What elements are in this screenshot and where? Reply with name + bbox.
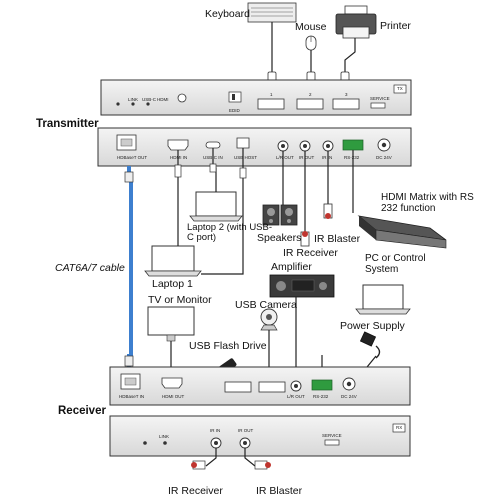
usb-camera-icon — [260, 308, 278, 331]
rx-bottom-ir-in-text: IR IN — [210, 428, 221, 433]
tx-top-link-text: LINK — [128, 97, 139, 102]
mouse-icon — [305, 35, 317, 51]
amplifier-label: Amplifier — [271, 261, 312, 273]
bottom-ir-receiver-icon — [191, 460, 206, 470]
pc-control-system-icon — [355, 284, 411, 315]
rx-lr-out-text: L/R OUT — [287, 394, 305, 399]
amplifier-icon — [269, 274, 335, 298]
receiver-front-panel — [109, 415, 411, 457]
usb-flash-label: USB Flash Drive — [189, 340, 267, 352]
tv-label: TV or Monitor — [148, 294, 212, 306]
transmitter-rear-panel — [97, 127, 412, 167]
receiver-label: Receiver — [58, 405, 106, 417]
tx-top-badge-text: TX — [397, 86, 403, 91]
tx-usb-host-text: USB HOST — [234, 155, 258, 160]
power-supply-label: Power Supply — [340, 320, 405, 332]
usb-camera-label: USB Camera — [235, 299, 297, 311]
tx-rs232-text: RS-232 — [344, 155, 360, 160]
ir-blaster-icon — [323, 203, 333, 219]
rx-bottom-badge-text: RX — [396, 425, 403, 430]
tx-top-hdmi-text: HDMI — [157, 97, 169, 102]
laptop-1-icon — [144, 245, 202, 277]
cat6-cable — [127, 166, 133, 372]
rx-hdmi-out-text: HDMI OUT — [162, 394, 185, 399]
speakers-label: Speakers — [257, 232, 302, 244]
transmitter-label: Transmitter — [36, 118, 99, 130]
printer-icon — [335, 5, 377, 39]
tx-top-port3-text: 3 — [345, 92, 348, 97]
laptop-2-label: Laptop 2 (with USB-C port) — [187, 222, 273, 243]
receiver-rear-panel — [109, 366, 411, 406]
laptop-1-label: Laptop 1 — [152, 278, 193, 290]
speakers-icon — [262, 204, 298, 226]
tx-ir-out-text: IR OUT — [299, 155, 315, 160]
power-supply-icon — [359, 331, 381, 359]
hdmi-matrix-label: HDMI Matrix with RS 232 function — [381, 192, 474, 214]
tx-top-edid-text: EDID — [229, 108, 240, 113]
bottom-ir-receiver-label: IR Receiver — [168, 485, 223, 497]
ir-blaster-label: IR Blaster — [314, 233, 361, 245]
hdmi-matrix-icon — [357, 215, 447, 249]
transmitter-top-panel — [100, 79, 412, 116]
tx-top-service-text: SERVICE — [370, 96, 390, 101]
keyboard-icon — [247, 2, 297, 23]
tx-top-port1-text: 1 — [270, 92, 273, 97]
rx-rs232-text: RS-232 — [313, 394, 329, 399]
tx-dc-text: DC 24V — [376, 155, 392, 160]
tx-ir-in-text: IR IN — [322, 155, 333, 160]
mouse-label: Mouse — [295, 21, 327, 33]
ir-receiver-label: IR Receiver — [283, 247, 338, 259]
ir-receiver-icon — [300, 231, 310, 247]
bottom-ir-blaster-icon — [254, 460, 271, 470]
tx-lr-out-text: L/R OUT — [276, 155, 294, 160]
cable-label: CAT6A/7 cable — [55, 262, 125, 274]
rx-bottom-ir-out-text: IR OUT — [238, 428, 254, 433]
tx-hdbaset-text: HDBaseT OUT — [117, 155, 148, 160]
rx-hdbaset-text: HDBaseT IN — [119, 394, 145, 399]
rx-bottom-service-text: SERVICE — [322, 433, 342, 438]
pc-label: PC or Control System — [365, 253, 426, 275]
rx-dc-text: DC 24V — [341, 394, 357, 399]
tx-top-usbc-text: USB-C — [142, 97, 157, 102]
bottom-ir-blaster-label: IR Blaster — [256, 485, 303, 497]
tx-top-port2-text: 2 — [309, 92, 312, 97]
peripheral-cables — [271, 22, 356, 72]
laptop-2-icon — [189, 191, 243, 222]
tv-monitor-icon — [147, 306, 195, 342]
tx-hdmi-in-text: HDMI IN — [170, 155, 188, 160]
tx-usbc-in-text: USB-C IN — [203, 155, 223, 160]
rx-bottom-link-text: LINK — [159, 434, 170, 439]
keyboard-label: Keyboard — [205, 8, 250, 20]
printer-label: Printer — [380, 20, 411, 32]
